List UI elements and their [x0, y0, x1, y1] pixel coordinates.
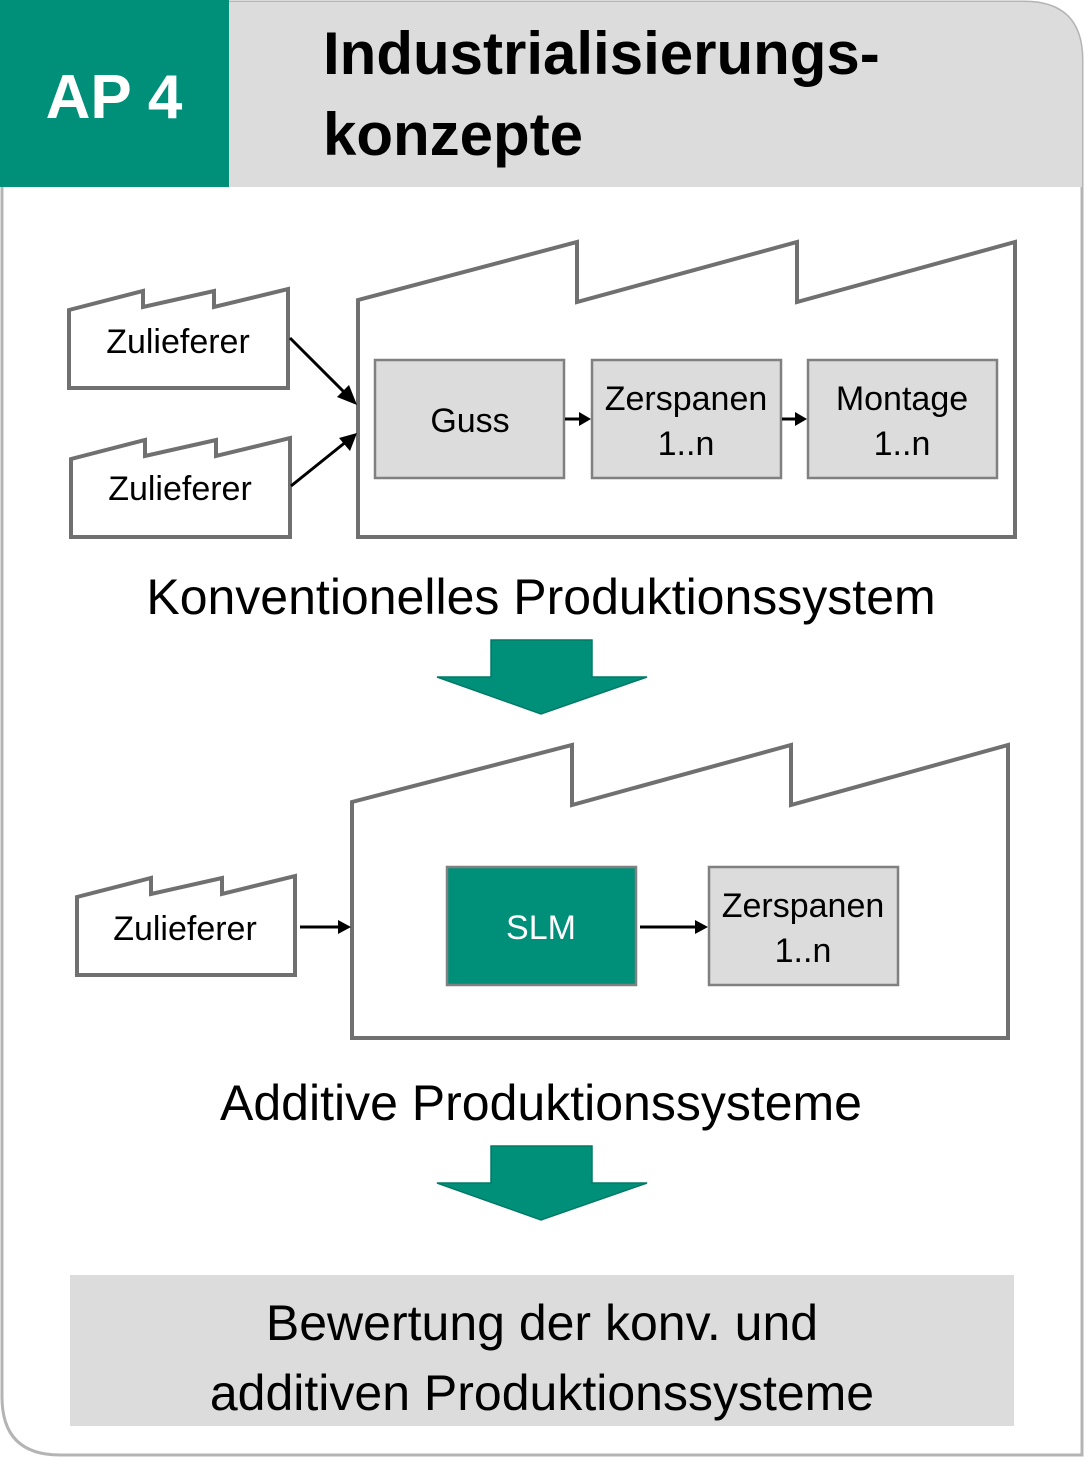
step-label-zerspanen-additive-line1: Zerspanen [722, 887, 885, 925]
step-box-zerspanen-additive [707, 865, 900, 987]
arrowhead-zerspanen-montage [795, 412, 807, 426]
step-label-zerspanen-line2: 1..n [658, 425, 715, 463]
page-title-line1: Industrialisierungs- [323, 20, 880, 87]
arrowhead-guss-zerspanen [579, 412, 591, 426]
step-box-zerspanen [590, 358, 783, 480]
down-arrow-2 [436, 1145, 648, 1221]
caption-conventional: Konventionelles Produktionssystem [146, 569, 935, 625]
ap-badge [0, 0, 229, 187]
step-box-slm [445, 865, 638, 987]
down-arrow-1 [436, 639, 648, 715]
supplier-label-1: Zulieferer [106, 323, 250, 361]
supplier-label-2: Zulieferer [108, 470, 252, 508]
evaluation-line2: additiven Produktionssysteme [210, 1365, 874, 1421]
caption-additive: Additive Produktionssysteme [220, 1075, 862, 1131]
arrowhead-supplier1 [337, 385, 357, 405]
supplier-factory-3 [75, 873, 297, 977]
evaluation-line1: Bewertung der konv. und [266, 1295, 818, 1351]
ap-badge-label: AP 4 [46, 63, 183, 132]
step-box-montage [806, 358, 999, 480]
step-box-guss [373, 358, 566, 480]
supplier-label-3: Zulieferer [113, 910, 257, 948]
header-band [2, 2, 1082, 187]
supplier-factory-1 [67, 286, 290, 390]
arrowhead-slm-zerspanen [695, 920, 708, 934]
step-label-montage-line1: Montage [836, 380, 968, 418]
arrowhead-supplier2 [339, 433, 357, 451]
step-label-guss: Guss [430, 402, 509, 440]
page-title-line2: konzepte [323, 101, 583, 168]
evaluation-box [70, 1275, 1014, 1426]
step-label-zerspanen-additive-line2: 1..n [775, 932, 832, 970]
arrow-supplier1-to-factory [288, 336, 349, 397]
step-label-montage-line2: 1..n [874, 425, 931, 463]
step-label-slm: SLM [506, 909, 576, 947]
arrow-supplier2-to-factory [290, 439, 348, 488]
supplier-factory-2 [69, 435, 292, 539]
step-label-zerspanen-line1: Zerspanen [605, 380, 768, 418]
arrowhead-supplier3 [338, 920, 351, 934]
